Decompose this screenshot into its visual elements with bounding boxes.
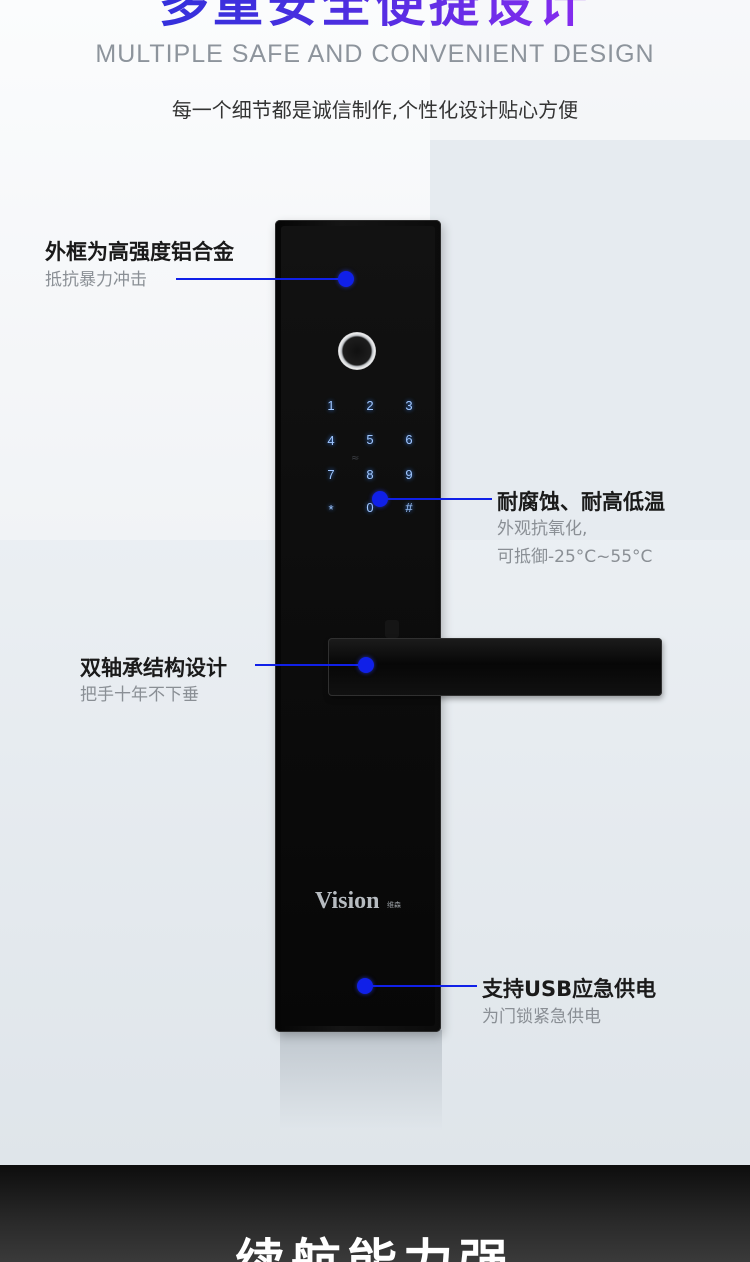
keypad-key: 5 bbox=[366, 432, 374, 447]
callout-usb-dot bbox=[357, 978, 373, 994]
keypad-key: # bbox=[405, 500, 413, 515]
callout-bearing-desc: 把手十年不下垂 bbox=[80, 685, 199, 705]
callout-usb-desc: 为门锁紧急供电 bbox=[482, 1007, 601, 1027]
callout-frame-title: 外框为高强度铝合金 bbox=[45, 240, 234, 264]
brand-logo: Vision bbox=[315, 888, 380, 914]
callout-usb-line bbox=[371, 985, 477, 987]
keypad-key: 2 bbox=[366, 398, 374, 413]
keypad-key: * bbox=[328, 502, 334, 517]
callout-corrosion-desc: 外观抗氧化, bbox=[497, 519, 588, 539]
doorbell-icon: ≈ bbox=[351, 453, 360, 464]
keypad-key: 7 bbox=[327, 467, 335, 482]
keypad-key: 0 bbox=[366, 500, 374, 515]
keypad-key: 6 bbox=[405, 432, 413, 447]
page-title: 多重安全便捷设计 bbox=[0, 0, 750, 34]
fingerprint-sensor bbox=[338, 332, 376, 370]
keypad-key: 1 bbox=[327, 398, 335, 413]
lock-handle bbox=[328, 638, 662, 696]
keypad: 1 2 3 4 5 6 7 8 9 * 0 # bbox=[301, 394, 437, 524]
next-section-title: 续航能力强 bbox=[0, 1233, 750, 1262]
background-panel bbox=[430, 140, 750, 540]
callout-usb-title: 支持USB应急供电 bbox=[482, 977, 657, 1001]
feature-section: 多重安全便捷设计 MULTIPLE SAFE AND CONVENIENT DE… bbox=[0, 0, 750, 1165]
callout-corrosion-line bbox=[386, 498, 492, 500]
callout-frame-desc: 抵抗暴力冲击 bbox=[45, 270, 147, 290]
keypad-key: 3 bbox=[405, 398, 413, 413]
callout-bearing-line bbox=[255, 664, 363, 666]
smart-lock-panel: 1 2 3 4 5 6 7 8 9 * 0 # ≈ Vision 维森 bbox=[275, 220, 441, 1032]
page-subtitle: 每一个细节都是诚信制作,个性化设计贴心方便 bbox=[171, 98, 579, 122]
brand-logo-sub: 维森 bbox=[387, 901, 401, 909]
keypad-key: 8 bbox=[366, 467, 374, 482]
callout-bearing-dot bbox=[358, 657, 374, 673]
handle-pivot bbox=[385, 620, 399, 638]
callout-frame-dot bbox=[338, 271, 354, 287]
page-title-english: MULTIPLE SAFE AND CONVENIENT DESIGN bbox=[95, 40, 655, 68]
callout-corrosion-dot bbox=[372, 491, 388, 507]
callout-corrosion-title: 耐腐蚀、耐高低温 bbox=[497, 490, 665, 514]
callout-corrosion-desc: 可抵御-25°C~55°C bbox=[497, 547, 653, 567]
lock-reflection bbox=[280, 1030, 442, 1130]
keypad-key: 4 bbox=[327, 433, 335, 448]
callout-frame-line bbox=[176, 278, 344, 280]
callout-bearing-title: 双轴承结构设计 bbox=[80, 656, 227, 680]
keypad-key: 9 bbox=[405, 467, 413, 482]
next-section: 续航能力强 bbox=[0, 1165, 750, 1262]
